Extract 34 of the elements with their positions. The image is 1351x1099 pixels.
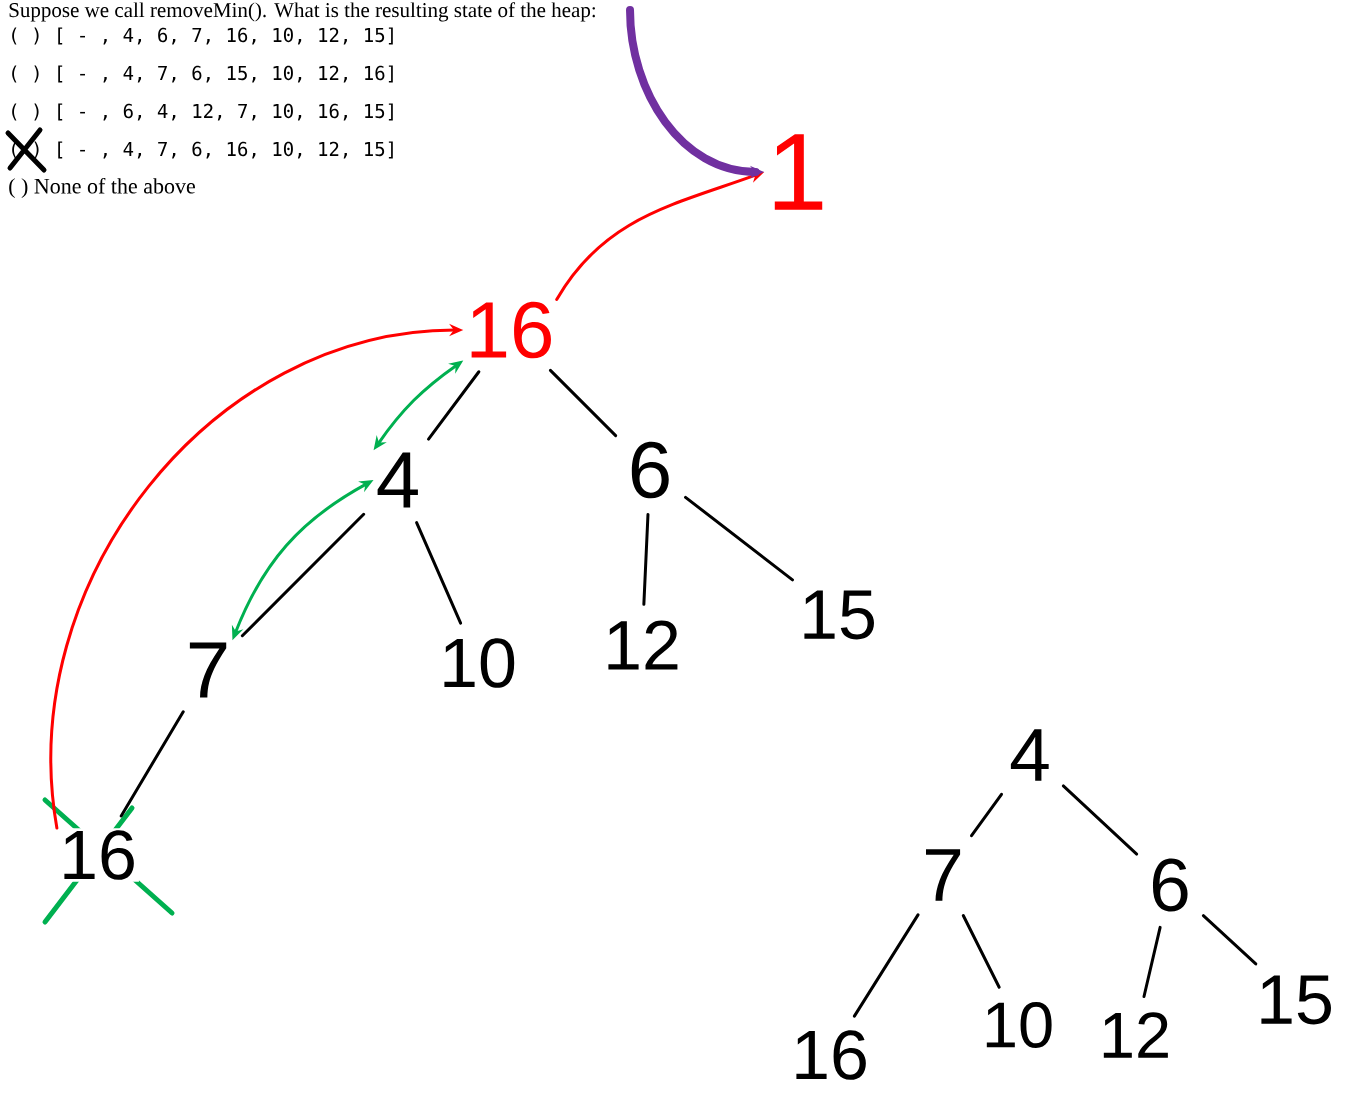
tree-line [415, 521, 463, 625]
tree-line [961, 914, 1001, 989]
answer-option: ( ) [ - , 4, 6, 7, 16, 10, 12, 15] [12, 27, 393, 45]
tree-line [240, 512, 366, 638]
handwritten-number: 15 [1261, 975, 1331, 1025]
question-text: Suppose we call removeMin(). What is the resulting state of the heap: [9, 2, 595, 22]
tree-line [642, 513, 650, 606]
handwritten-number: 15 [804, 590, 874, 640]
tree-line [1142, 925, 1162, 998]
handwritten-number: 7 [189, 642, 227, 698]
handwritten-number: 4 [377, 452, 418, 508]
tree-line [1201, 914, 1258, 966]
answer-option: ( ) [ - , 6, 4, 12, 7, 10, 16, 15] [12, 103, 393, 121]
tree-line [119, 710, 185, 818]
handwritten-number: 6 [1152, 858, 1188, 912]
handwritten-number: 16 [796, 1030, 866, 1080]
handwritten-number: 16 [471, 301, 551, 359]
handwritten-number: 1 [774, 134, 823, 210]
tree-line [1061, 784, 1139, 856]
handwritten-number: 10 [986, 1002, 1052, 1048]
tree-line [548, 368, 618, 438]
handwritten-number: 6 [631, 441, 669, 499]
handwritten-number: 12 [608, 620, 678, 670]
tree-line [427, 370, 481, 441]
tree-line [852, 913, 920, 1018]
tree-line [684, 495, 794, 582]
handwritten-number: 7 [926, 849, 961, 901]
handwritten-number: 12 [1103, 1012, 1168, 1058]
tree-line [970, 792, 1003, 838]
answer-option: ( ) [ - , 4, 7, 6, 15, 10, 12, 16] [12, 65, 393, 83]
handwritten-number: 4 [1010, 729, 1049, 781]
answer-option: ( ) None of the above [9, 177, 195, 199]
crossed-out-number: 16 [42, 797, 175, 925]
handwritten-number: 10 [444, 638, 515, 688]
